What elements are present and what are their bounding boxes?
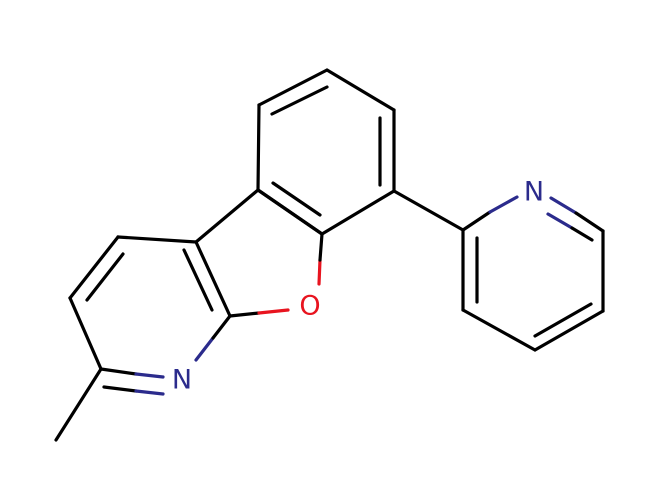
bond-c-c <box>194 240 232 318</box>
bond-n-c-blue-part <box>549 196 578 215</box>
bond-o-c-black-part <box>318 232 324 262</box>
bond-c-c-inner-ring <box>256 188 324 236</box>
bond-methyl <box>54 367 103 442</box>
bond-c-c <box>257 68 329 107</box>
bond-c-n-double-inner-blue <box>134 389 165 396</box>
bond-c-o-red-part <box>257 308 290 315</box>
bond-n-c-double-inner-blue <box>546 212 574 230</box>
atom-n-pendant-pyridine: N <box>524 177 544 208</box>
bond-c-c <box>194 188 260 244</box>
bond-c-c <box>68 235 120 300</box>
bond-o-c-red-part <box>317 258 322 286</box>
bond-c-n-blue-part <box>134 372 165 379</box>
bond-c-c-double-inner <box>270 85 329 116</box>
atom-n-fused-pyridine: N <box>172 365 192 396</box>
bond-c-c <box>325 68 396 112</box>
bond-c-c-double-inner <box>533 302 593 338</box>
bond-n-c-black-part <box>211 314 232 340</box>
bond-c-c-double-inner <box>182 248 214 312</box>
bond-c-n-black-part <box>99 367 138 376</box>
bond-c-n-black-part <box>461 210 492 232</box>
bond-n-c-black-part <box>574 211 605 233</box>
bond-n-c-blue-part <box>194 336 215 362</box>
bonds-group <box>54 68 605 442</box>
bond-c-n-double-inner-black <box>102 385 138 393</box>
bond-c-o-black-part <box>228 311 261 318</box>
bond-c-c-double-inner <box>271 181 322 217</box>
atom-o-furan: O <box>299 291 320 322</box>
bond-biaryl <box>392 189 465 232</box>
bond-c-c <box>533 309 605 352</box>
bond-c-c <box>68 296 103 371</box>
bond-c-c <box>256 103 261 192</box>
bond-c-n-blue-part <box>488 195 519 214</box>
bond-c-c-double-inner <box>85 252 125 302</box>
bond-c-c <box>320 189 396 236</box>
bond-n-c-double-inner-black <box>570 226 594 242</box>
bond-c-c <box>116 235 198 244</box>
bond-c-c <box>461 308 537 352</box>
